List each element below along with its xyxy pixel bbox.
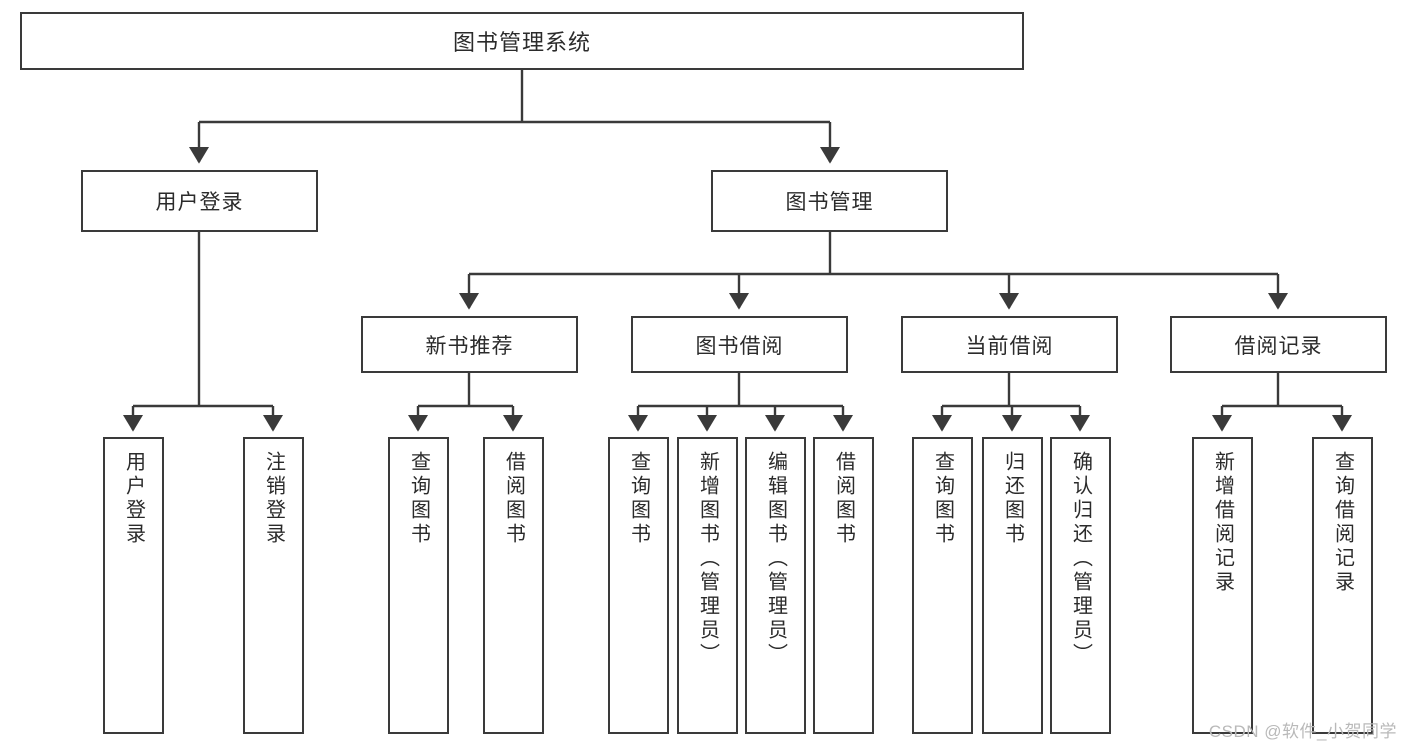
leaf-label: 新增借阅记录 bbox=[1211, 451, 1234, 595]
node-borrow-record-label: 借阅记录 bbox=[1234, 334, 1323, 358]
leaf-label: 借阅图书 bbox=[832, 451, 855, 547]
leaf-label: 查询图书 bbox=[407, 451, 430, 547]
leaf-borrow-edit-book-admin[interactable]: 编辑图书（管理员） bbox=[745, 437, 806, 734]
leaf-recommend-query-book[interactable]: 查询图书 bbox=[388, 437, 449, 734]
node-borrow-record[interactable]: 借阅记录 bbox=[1170, 316, 1387, 373]
leaf-user-login-login[interactable]: 用户登录 bbox=[103, 437, 164, 734]
leaf-label: 查询借阅记录 bbox=[1331, 451, 1354, 595]
node-current-borrow[interactable]: 当前借阅 bbox=[901, 316, 1118, 373]
node-user-login[interactable]: 用户登录 bbox=[81, 170, 318, 232]
leaf-label: 归还图书 bbox=[1001, 451, 1024, 547]
node-book-borrow[interactable]: 图书借阅 bbox=[631, 316, 848, 373]
leaf-label: 注销登录 bbox=[262, 451, 285, 547]
leaf-record-query-record[interactable]: 查询借阅记录 bbox=[1312, 437, 1373, 734]
leaf-label: 查询图书 bbox=[627, 451, 650, 547]
leaf-current-query-book[interactable]: 查询图书 bbox=[912, 437, 973, 734]
node-new-book-recommend[interactable]: 新书推荐 bbox=[361, 316, 578, 373]
leaf-user-login-logout[interactable]: 注销登录 bbox=[243, 437, 304, 734]
leaf-current-return-book[interactable]: 归还图书 bbox=[982, 437, 1043, 734]
node-book-management-label: 图书管理 bbox=[785, 191, 874, 214]
leaf-current-confirm-return-admin[interactable]: 确认归还（管理员） bbox=[1050, 437, 1111, 734]
leaf-record-add-record[interactable]: 新增借阅记录 bbox=[1192, 437, 1253, 734]
node-root-label: 图书管理系统 bbox=[452, 30, 591, 55]
leaf-label: 确认归还（管理员） bbox=[1069, 451, 1092, 667]
watermark-text: CSDN @软件_小贺同学 bbox=[1208, 722, 1397, 741]
leaf-label: 编辑图书（管理员） bbox=[764, 451, 787, 667]
node-book-management[interactable]: 图书管理 bbox=[711, 170, 948, 232]
leaf-label: 新增图书（管理员） bbox=[696, 451, 719, 667]
leaf-borrow-borrow-book[interactable]: 借阅图书 bbox=[813, 437, 874, 734]
node-new-book-recommend-label: 新书推荐 bbox=[425, 334, 514, 358]
leaf-label: 查询图书 bbox=[931, 451, 954, 547]
node-book-borrow-label: 图书借阅 bbox=[695, 334, 784, 358]
leaf-recommend-borrow-book[interactable]: 借阅图书 bbox=[483, 437, 544, 734]
node-user-login-label: 用户登录 bbox=[155, 191, 244, 214]
leaf-label: 借阅图书 bbox=[502, 451, 525, 547]
node-root-system[interactable]: 图书管理系统 bbox=[20, 12, 1024, 70]
node-current-borrow-label: 当前借阅 bbox=[965, 334, 1054, 358]
leaf-label: 用户登录 bbox=[122, 451, 145, 547]
leaf-borrow-query-book[interactable]: 查询图书 bbox=[608, 437, 669, 734]
leaf-borrow-add-book-admin[interactable]: 新增图书（管理员） bbox=[677, 437, 738, 734]
